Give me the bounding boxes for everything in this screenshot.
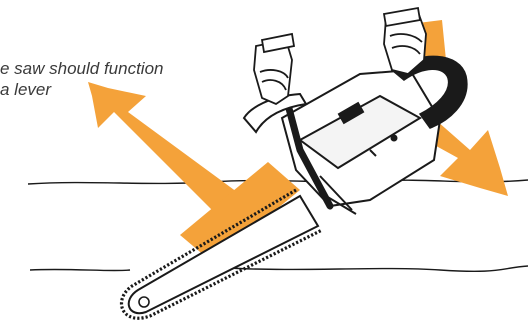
saw-body xyxy=(282,70,440,214)
left-hand-glove xyxy=(254,34,294,104)
caption-line-2: a lever xyxy=(0,79,220,100)
right-hand-glove xyxy=(384,8,426,74)
caption-text: e saw should function a lever xyxy=(0,58,220,100)
log-bottom-line xyxy=(30,266,528,271)
caption-line-1: e saw should function xyxy=(0,58,220,79)
